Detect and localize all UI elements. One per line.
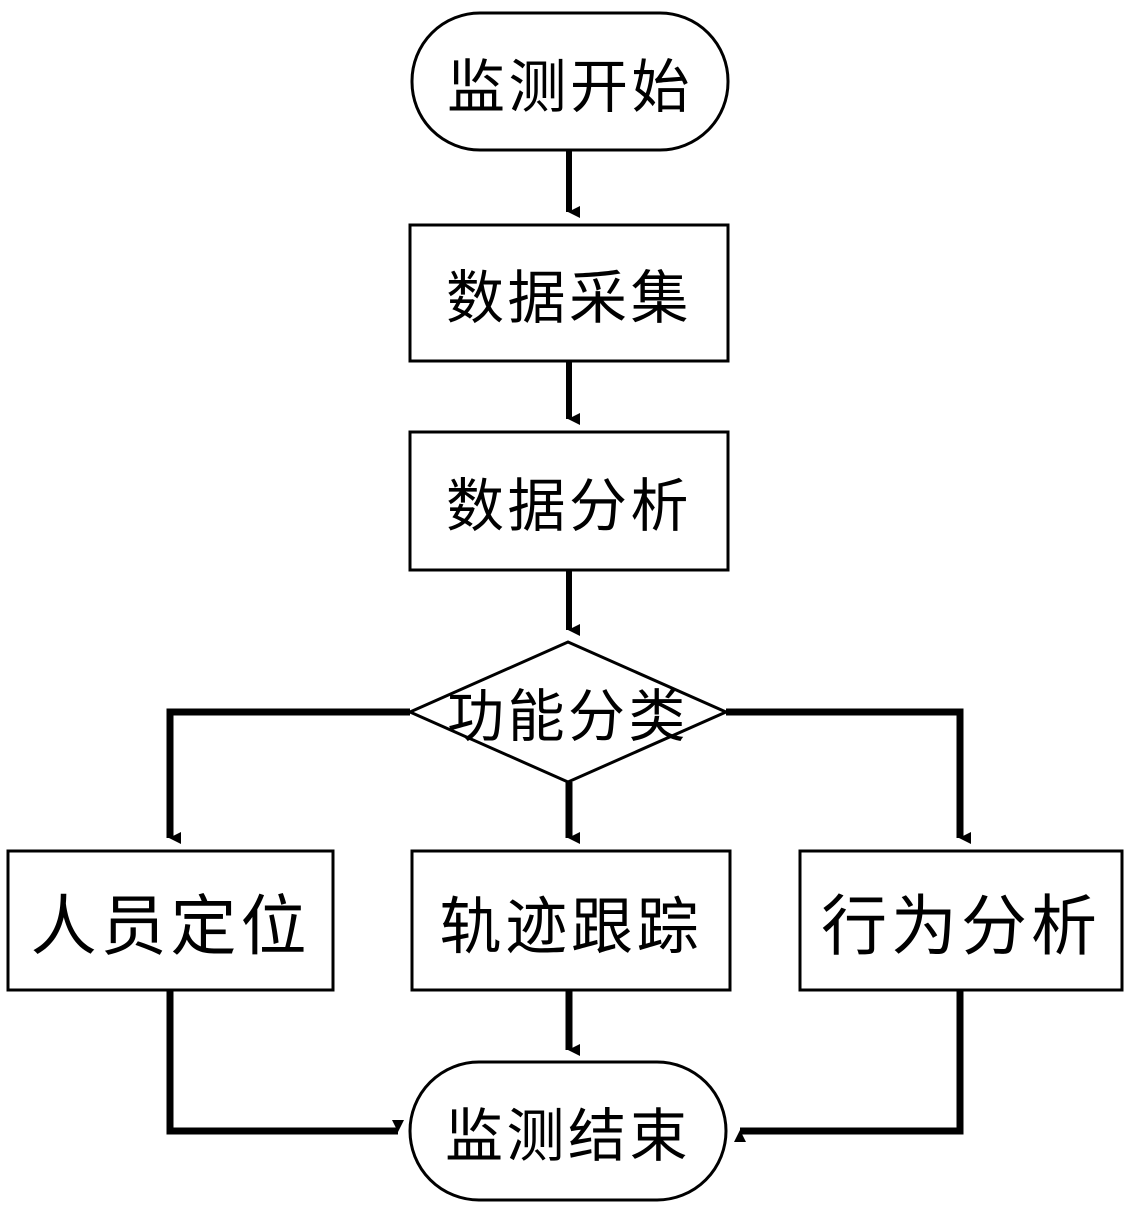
node-behavior-shape bbox=[798, 849, 1124, 992]
edge-behavior-to-end bbox=[734, 990, 964, 1142]
edge-locate-to-end bbox=[166, 990, 404, 1135]
node-end-shape bbox=[408, 1060, 728, 1202]
node-analyze-shape bbox=[408, 430, 730, 572]
node-start-shape bbox=[410, 11, 730, 152]
node-track-shape bbox=[410, 849, 732, 992]
edge-branch-to-locate bbox=[166, 708, 410, 844]
node-collect-shape bbox=[408, 223, 730, 363]
node-branch-shape bbox=[406, 640, 730, 784]
node-locate-shape bbox=[6, 849, 335, 992]
edge-branch-to-behavior bbox=[726, 708, 971, 844]
